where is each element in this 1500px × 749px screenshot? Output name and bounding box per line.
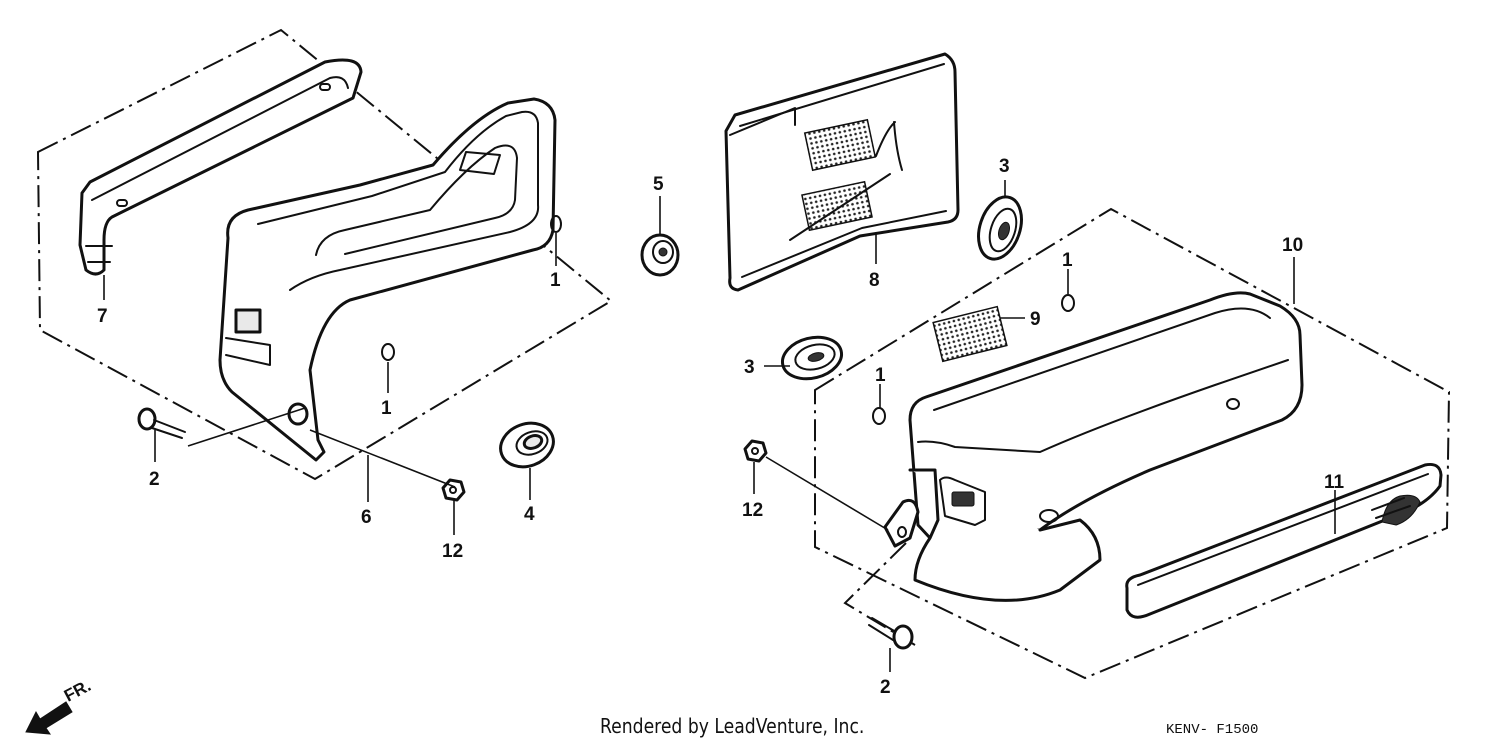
- callout-3: 3: [744, 357, 755, 378]
- bolt-right[interactable]: [868, 617, 914, 650]
- emblem-strip[interactable]: [1125, 463, 1443, 619]
- washer-1a[interactable]: [550, 215, 562, 233]
- collar[interactable]: [640, 233, 680, 277]
- right-assembly-branch: [843, 542, 916, 646]
- callout-1: 1: [875, 365, 886, 386]
- callout-2: 2: [149, 469, 160, 490]
- front-direction-indicator: FR.: [22, 682, 117, 737]
- left-assembly-boundary: [36, 28, 613, 481]
- credit-line: Rendered by LeadVenture, Inc.: [600, 714, 865, 738]
- nut-right[interactable]: [743, 439, 768, 463]
- front-arrow-icon: FR.: [25, 682, 94, 735]
- rubber-grommet[interactable]: [494, 416, 559, 474]
- right-side-cover[interactable]: [883, 291, 1304, 602]
- washer-1b[interactable]: [381, 343, 395, 361]
- washer-1d[interactable]: [872, 407, 886, 425]
- bolt-left[interactable]: [137, 407, 186, 439]
- right-assembly-boundary: [814, 207, 1451, 680]
- callout-2: 2: [880, 677, 891, 698]
- callout-10: 10: [1282, 235, 1303, 256]
- caution-label[interactable]: [724, 52, 960, 292]
- diagram-code: KENV- F1500: [1166, 722, 1259, 738]
- callout-12: 12: [442, 541, 463, 562]
- side-cover-stay[interactable]: [78, 58, 363, 276]
- callout-1: 1: [550, 270, 561, 291]
- grommet-lower[interactable]: [778, 331, 846, 384]
- washer-1c[interactable]: [1061, 294, 1075, 312]
- callout-9: 9: [1030, 309, 1041, 330]
- callout-6: 6: [361, 507, 372, 528]
- grommet-upper[interactable]: [971, 191, 1029, 264]
- left-side-cover[interactable]: [218, 97, 557, 462]
- leader-lines: [103, 180, 1336, 672]
- callout-8: 8: [869, 270, 880, 291]
- callout-1: 1: [1062, 250, 1073, 271]
- callout-7: 7: [97, 306, 108, 327]
- callout-1: 1: [381, 398, 392, 419]
- callout-11: 11: [1324, 472, 1345, 493]
- cushion-pad[interactable]: [932, 305, 1008, 363]
- callout-3: 3: [999, 156, 1010, 177]
- callout-4: 4: [524, 504, 535, 525]
- callout-5: 5: [653, 174, 664, 195]
- callout-12: 12: [742, 500, 763, 521]
